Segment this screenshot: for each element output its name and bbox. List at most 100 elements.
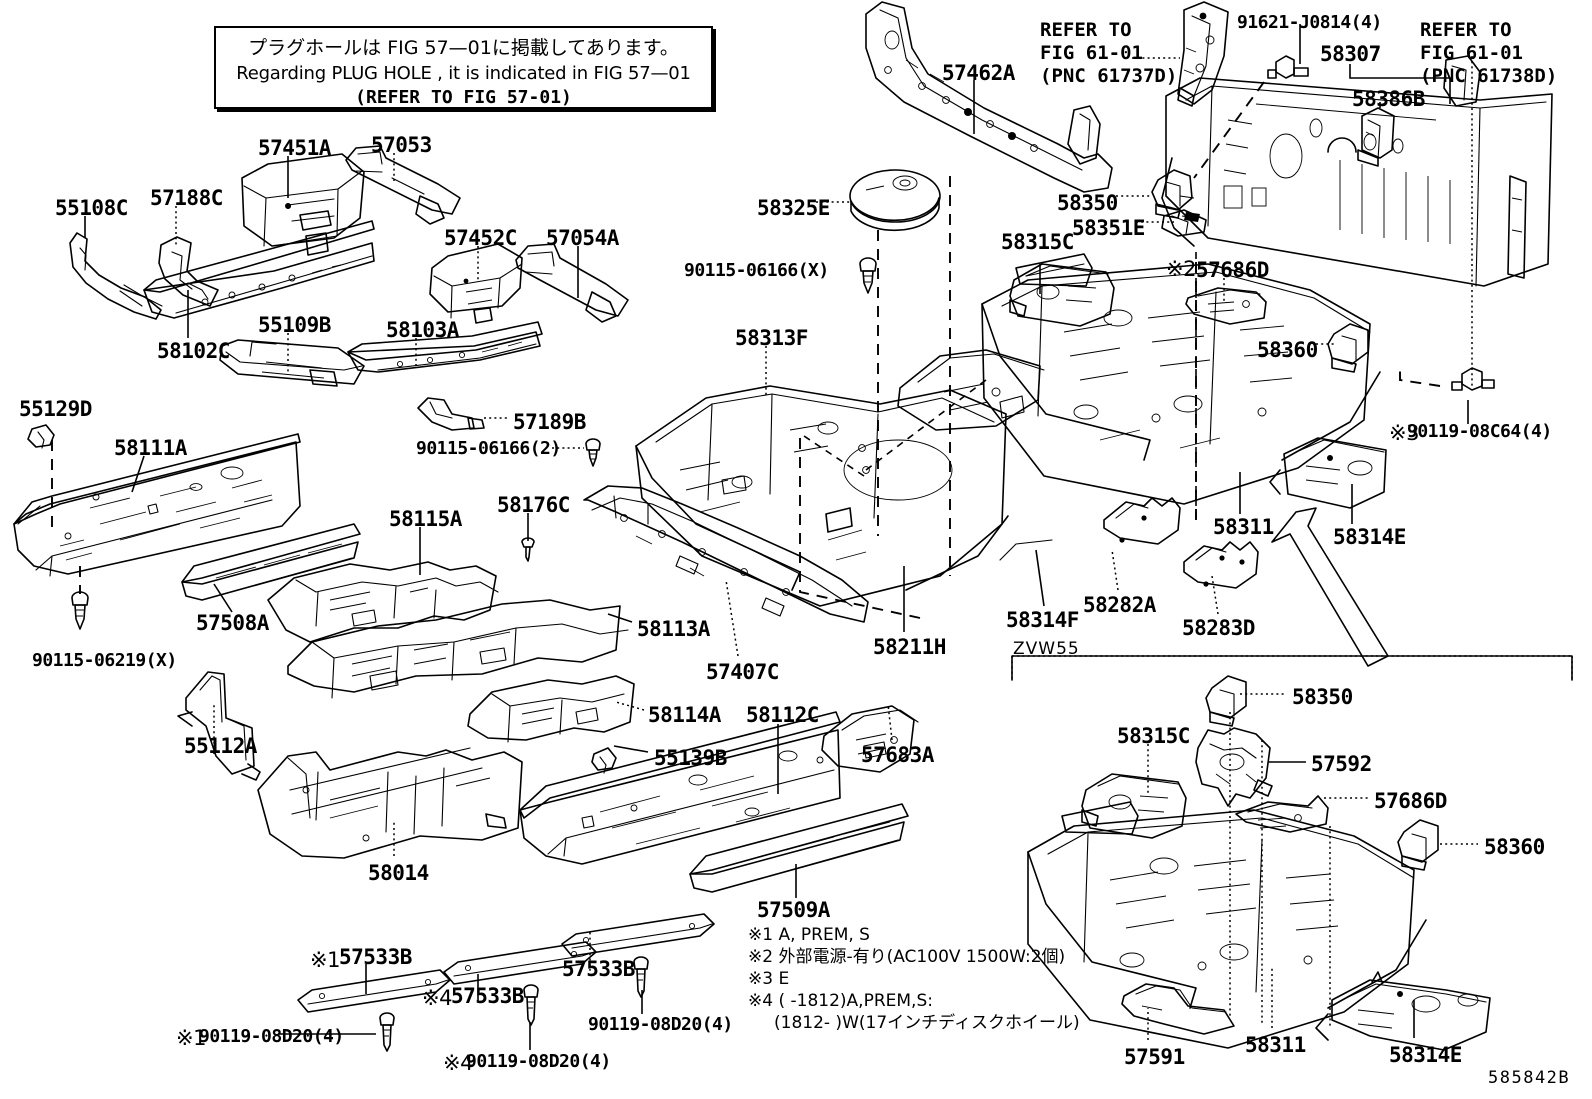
part-callout-57686D-ins[interactable]: 57686D [1374, 789, 1447, 813]
fastener-91621-J0814 [1267, 55, 1309, 79]
part-callout-58113A[interactable]: 58113A [637, 617, 710, 641]
inset-arrow [1271, 507, 1389, 667]
part-callout-55109B[interactable]: 55109B [258, 313, 331, 337]
figure-code: 585842B [1488, 1068, 1571, 1088]
part-callout-58176C[interactable]: 58176C [497, 493, 570, 517]
part-callout-90119-08C64[interactable]: 90119-08C64(4) [1407, 421, 1552, 442]
part-callout-58386B[interactable]: 58386B [1352, 87, 1425, 111]
part-58386B [1357, 107, 1395, 167]
part-callout-57188C[interactable]: 57188C [150, 186, 223, 210]
part-callout-57054A[interactable]: 57054A [546, 226, 619, 250]
legend-item-2: ※2 外部電源-有り(AC100V 1500W:2個) [748, 947, 1066, 968]
part-callout-58115A[interactable]: 58115A [389, 507, 462, 531]
part-callout-55139B[interactable]: 55139B [654, 746, 727, 770]
part-callout-58211H[interactable]: 58211H [873, 635, 946, 659]
part-callout-91621-J0814[interactable]: 91621-J0814(4) [1237, 12, 1382, 33]
part-callout-mark1-57533B[interactable]: ※1 [310, 948, 340, 972]
part-callout-90115-06166X[interactable]: 90115-06166(X) [684, 260, 829, 281]
legend-notes: ※1 A, PREM, S ※2 外部電源-有り(AC100V 1500W:2個… [748, 924, 1098, 1034]
part-callout-mark3-90119[interactable]: ※3 [1389, 421, 1419, 445]
part-callout-mark4-57533B[interactable]: ※4 [422, 986, 452, 1010]
part-callout-58307[interactable]: 58307 [1320, 42, 1381, 66]
part-55112A [177, 671, 261, 781]
fastener-90119-08D20-1 [379, 1012, 395, 1052]
part-58211H [897, 349, 1045, 431]
part-58314E-inset [1315, 971, 1491, 1051]
part-58315C-inset [1081, 773, 1187, 839]
part-callout-90119-08D20-1[interactable]: 90119-08D20(4) [199, 1026, 344, 1047]
legend-item-4: ※4 ( -1812)A,PREM,S: [748, 991, 933, 1012]
part-callout-58314E-ins[interactable]: 58314E [1389, 1043, 1462, 1067]
part-callout-57451A[interactable]: 57451A [258, 136, 331, 160]
part-58360-top [1327, 323, 1369, 373]
part-57054A [515, 243, 629, 323]
part-callout-58350-top[interactable]: 58350 [1057, 191, 1118, 215]
part-callout-58103A[interactable]: 58103A [386, 318, 459, 342]
part-callout-58282A[interactable]: 58282A [1083, 593, 1156, 617]
part-callout-57189B[interactable]: 57189B [513, 410, 586, 434]
part-callout-58112C[interactable]: 58112C [746, 703, 819, 727]
refer-note-61737D-line3: (PNC 61737D) [1040, 65, 1178, 88]
plug-hole-note-box: プラグホールは FIG 57—01に掲載してあります。 Regarding PL… [214, 26, 713, 109]
part-callout-58314E-top[interactable]: 58314E [1333, 525, 1406, 549]
part-callout-90115-06219X[interactable]: 90115-06219(X) [32, 650, 177, 671]
part-callout-57509A[interactable]: 57509A [757, 898, 830, 922]
part-callout-90119-08D20-3[interactable]: 90119-08D20(4) [588, 1014, 733, 1035]
part-callout-58014[interactable]: 58014 [368, 861, 429, 885]
part-callout-58350-ins[interactable]: 58350 [1292, 685, 1353, 709]
part-58115A [267, 561, 499, 643]
part-callout-58111A[interactable]: 58111A [114, 436, 187, 460]
part-58283D [1183, 541, 1259, 589]
part-58111A [13, 433, 301, 577]
part-callout-57462A[interactable]: 57462A [942, 61, 1015, 85]
part-callout-57407C[interactable]: 57407C [706, 660, 779, 684]
part-callout-mark4-90119[interactable]: ※4 [443, 1051, 473, 1075]
part-callout-mark2-top[interactable]: ※2 [1166, 257, 1196, 281]
part-55108C [69, 232, 163, 320]
part-callout-58313F[interactable]: 58313F [735, 326, 808, 350]
refer-note-61737D-line2: FIG 61-01 [1040, 42, 1143, 65]
part-callout-57683A[interactable]: 57683A [861, 743, 934, 767]
part-callout-58325E[interactable]: 58325E [757, 196, 830, 220]
part-callout-58360-top[interactable]: 58360 [1257, 338, 1318, 362]
part-callout-57686D-top[interactable]: 57686D [1196, 258, 1269, 282]
part-callout-57533B-3[interactable]: 57533B [562, 957, 635, 981]
part-callout-55129D[interactable]: 55129D [19, 397, 92, 421]
part-callout-57452C[interactable]: 57452C [444, 226, 517, 250]
part-55129D [27, 424, 55, 449]
part-callout-58315C-ins[interactable]: 58315C [1117, 724, 1190, 748]
part-callout-58283D[interactable]: 58283D [1182, 616, 1255, 640]
part-callout-58102C[interactable]: 58102C [157, 339, 230, 363]
part-callout-90119-08D20-2[interactable]: 90119-08D20(4) [466, 1051, 611, 1072]
part-57053 [345, 145, 461, 225]
part-callout-58360-ins[interactable]: 58360 [1484, 835, 1545, 859]
part-callout-57533B-2[interactable]: 57533B [451, 984, 524, 1008]
part-callout-90115-06166-2[interactable]: 90115-06166(2) [416, 438, 561, 459]
part-callout-58114A[interactable]: 58114A [648, 703, 721, 727]
part-callout-57533B-1[interactable]: 57533B [339, 945, 412, 969]
part-callout-mark1-90119[interactable]: ※1 [176, 1026, 206, 1050]
part-callout-58351E[interactable]: 58351E [1072, 216, 1145, 240]
part-callout-58314F[interactable]: 58314F [1006, 608, 1079, 632]
part-57407C [583, 485, 869, 623]
part-callout-57591[interactable]: 57591 [1124, 1045, 1185, 1069]
part-callout-58311-top[interactable]: 58311 [1213, 515, 1274, 539]
part-58314F [999, 539, 1053, 561]
part-57509A [689, 803, 909, 893]
part-58113A [287, 599, 629, 699]
part-callout-58315C-top[interactable]: 58315C [1001, 230, 1074, 254]
part-57508A [181, 523, 361, 601]
part-callout-57053[interactable]: 57053 [371, 133, 432, 157]
part-58282A [1103, 497, 1181, 545]
part-callout-55108C[interactable]: 55108C [55, 196, 128, 220]
part-callout-58311-ins[interactable]: 58311 [1245, 1033, 1306, 1057]
part-58313F [635, 385, 1009, 607]
part-57591 [1121, 983, 1235, 1035]
part-57462A [865, 1, 1113, 193]
part-callout-57508A[interactable]: 57508A [196, 611, 269, 635]
part-callout-57592[interactable]: 57592 [1311, 752, 1372, 776]
part-callout-55112A[interactable]: 55112A [184, 734, 257, 758]
fastener-90115-06166-2 [585, 438, 601, 467]
inset-frame [1011, 655, 1573, 682]
